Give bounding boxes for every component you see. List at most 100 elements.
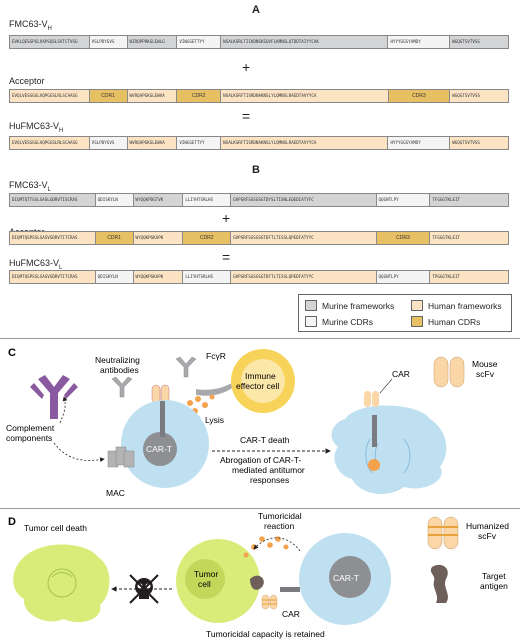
seq-segment: WYQQKPDGTVK [133, 194, 184, 206]
svg-text:MAC: MAC [106, 488, 125, 498]
seq-segment: GVPSRFSGSGSGTDFTLTISSLQPEDFATYYC [231, 232, 377, 244]
seq-segment: WIRQPPRKGLEWLG [127, 36, 178, 48]
seq-segment: LLIYHTSRLHS [183, 194, 232, 206]
fmc63-vl-sequence: DIQMTQTTSSLSASLGDRVTISCRAS QDISKYLN WYQQ… [9, 193, 509, 207]
hufmc63-vl-label: HuFMC63-VL [9, 258, 63, 271]
seq-segment: CDR2 [177, 90, 222, 102]
acceptor-vh-sequence: EVQLVESGGGLVQPGGSLRLSCAASG CDR1 WVRQAPGK… [9, 89, 509, 103]
hufmc63-vh-sequence: EVQLVESGGGLVQPGGSLRLSCAASG VSLPDYGVS WVR… [9, 136, 509, 150]
svg-text:CAR-T: CAR-T [146, 444, 172, 454]
seq-segment: TFGGGTKLEIT [430, 194, 508, 206]
seq-segment: TPGGGTKLEIT [430, 271, 508, 283]
seq-segment: GVPSRFSGSGSGTDYSLTISNLEQEDIATYFC [231, 194, 377, 206]
seq-segment: CDR1 [95, 232, 134, 244]
svg-text:cell: cell [198, 579, 211, 589]
target-antigen-legend-icon [430, 564, 448, 603]
seq-segment: WGQGTSVTVSS [450, 137, 508, 149]
hufmc63-vh-label: HuFMC63-VH [9, 121, 64, 134]
svg-text:CAR-T: CAR-T [333, 573, 359, 583]
panel-b-letter: B [252, 164, 260, 176]
svg-text:Target: Target [482, 571, 506, 581]
seq-segment: EVQLVESGGGLVQPGGSLRLSCAASG [10, 90, 90, 102]
neutralizing-antibody-icon [111, 356, 197, 398]
svg-text:CAR: CAR [282, 609, 300, 619]
seq-segment: VSLPDYGVS [89, 36, 128, 48]
seq-segment: CDR3 [376, 232, 431, 244]
equals-sign: = [242, 108, 251, 124]
seq-segment: QDISKYLN [95, 271, 134, 283]
svg-text:FcγR: FcγR [206, 351, 226, 361]
svg-text:mediated antitumor: mediated antitumor [232, 465, 305, 475]
seq-segment: WYQQKPGKAPK [133, 271, 184, 283]
panel-d-illustration: D Tumor cell death Tumor cell CAR-T CAR [8, 511, 509, 639]
seq-segment: QQGNTLPY [376, 194, 431, 206]
seq-segment: NSALKSRFTISRDNAKNSLYLQMNSLRAEDTAVYYCA [221, 137, 389, 149]
legend-murine-frameworks: Murine frameworks [305, 300, 394, 311]
svg-text:Neutralizing: Neutralizing [95, 355, 140, 365]
seq-segment: VIWGSETTYY [177, 36, 222, 48]
tumoricidal-granules-icon [243, 536, 289, 558]
svg-text:Tumoricidal: Tumoricidal [258, 511, 302, 521]
panel-a-letter: A [252, 4, 260, 16]
divider [0, 508, 520, 509]
legend: Murine frameworks Human frameworks Murin… [298, 294, 512, 332]
seq-segment: DIQMTQSPSSLSASVGDRVTITCRAS [10, 271, 96, 283]
seq-segment: VIWGSETTYY [177, 137, 222, 149]
plus-sign: + [242, 59, 251, 75]
svg-text:Humanized: Humanized [466, 521, 509, 531]
seq-segment: GVPSRFSGSGSGTDFTLTISSLQPEDFATYYC [231, 271, 377, 283]
svg-text:antigen: antigen [480, 581, 508, 591]
svg-text:Tumoricidal capacity is retain: Tumoricidal capacity is retained [206, 629, 325, 639]
seq-segment: HYYYGGSYAMDY [388, 36, 451, 48]
fmc63-vh-label: FMC63-VH [9, 19, 52, 32]
humanized-scfv-icon [427, 516, 459, 550]
seq-segment: WVRQAPGKGLEWVA [127, 137, 178, 149]
seq-segment: DIQMTQTTSSLSASLGDRVTISCRAS [10, 194, 96, 206]
seq-segment: VSLPDYGVS [89, 137, 128, 149]
seq-segment: NSALKSRLTIIKDNSKSQVFLKMNSLQTDDTAIYYCAK [221, 36, 389, 48]
legend-human-cdrs: Human CDRs [411, 316, 480, 327]
svg-text:CAR: CAR [392, 369, 410, 379]
seq-segment: WGQGTSVTVSS [450, 90, 509, 102]
target-antigen-icon [250, 575, 264, 590]
acceptor-vl-sequence: DIQMTQSPSSLSASVGDRVTITCRAS CDR1 WYQQKPGK… [9, 231, 509, 245]
car-receptor-icon [364, 391, 379, 407]
dying-tumor-cell [13, 544, 110, 623]
seq-segment: WGQGTSVTVSS [450, 36, 508, 48]
hufmc63-vl-sequence: DIQMTQSPSSLSASVGDRVTITCRAS QDISKYLN WYQQ… [9, 270, 509, 284]
panel-c-illustration: C Neutralizing antibodies FcγR Immune ef… [6, 347, 498, 498]
equals-sign: = [222, 249, 231, 265]
complement-antibody-icon [30, 375, 78, 419]
divider [0, 338, 520, 339]
svg-text:effector cell: effector cell [236, 381, 279, 391]
seq-segment: CDR1 [89, 90, 128, 102]
mouse-scfv-small-icon [151, 384, 170, 404]
seq-segment: EVKLQESGPGLVAPSQSLSVTCTVSG [10, 36, 90, 48]
fmc63-vh-sequence: EVKLQESGPGLVAPSQSLSVTCTVSG VSLPDYGVS WIR… [9, 35, 509, 49]
svg-text:scFv: scFv [476, 369, 495, 379]
svg-text:Immune: Immune [245, 371, 276, 381]
seq-segment: QQGNTLPY [376, 271, 431, 283]
svg-text:Tumor: Tumor [194, 569, 218, 579]
plus-sign: + [222, 210, 231, 226]
legend-murine-cdrs: Murine CDRs [305, 316, 373, 327]
acceptor-label: Acceptor [9, 76, 45, 86]
seq-segment: HYYYGGSYAMDY [388, 137, 451, 149]
svg-text:components: components [6, 433, 52, 443]
mac-complex-icon [107, 446, 135, 468]
legend-human-frameworks: Human frameworks [411, 300, 502, 311]
svg-text:reaction: reaction [264, 521, 295, 531]
humanized-car-icon [261, 587, 300, 610]
seq-segment: CDR3 [388, 90, 451, 102]
svg-text:antibodies: antibodies [100, 365, 139, 375]
seq-segment: NSALKSRFTISRDNAKNSLYLQMNSLRAEDTAVYYCA [221, 90, 389, 102]
fmc63-vl-label: FMC63-VL [9, 180, 51, 193]
svg-text:Complement: Complement [6, 423, 55, 433]
dying-cart-cell [331, 405, 447, 494]
fcgr-receptor-icon [196, 383, 234, 396]
seq-segment: DIQMTQSPSSLSASVGDRVTITCRAS [10, 232, 96, 244]
panel-c-letter: C [8, 347, 16, 359]
seq-segment: WVRQAPGKGLEWVA [127, 90, 178, 102]
svg-text:Abrogation of CAR-T-: Abrogation of CAR-T- [220, 455, 301, 465]
seq-segment: QDISKYLN [95, 194, 134, 206]
